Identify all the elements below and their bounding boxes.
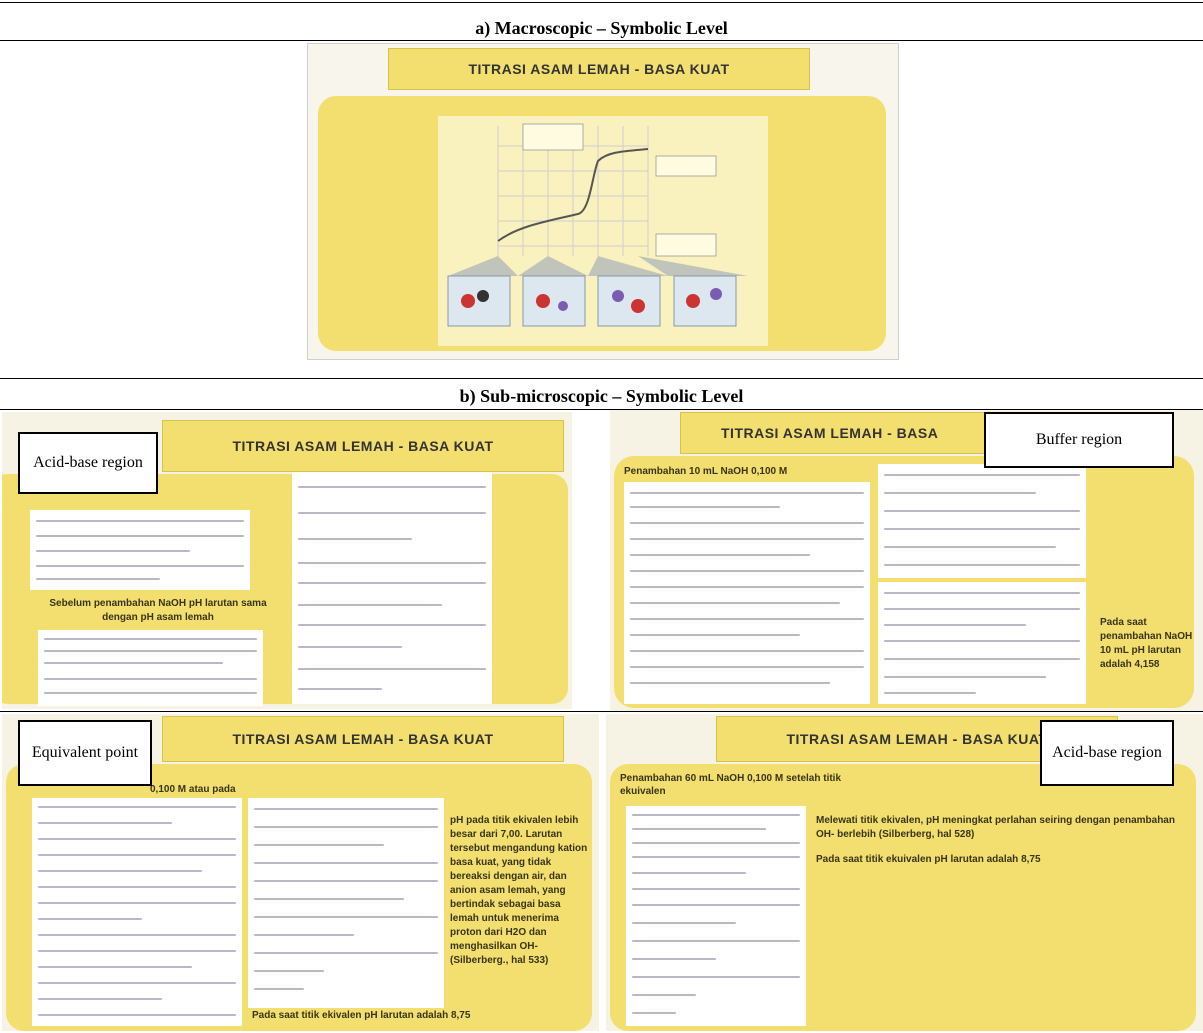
- rule-b-top: [0, 378, 1203, 379]
- slide-b3-explanation: pH pada titik ekivalen lebih besar dari …: [450, 815, 588, 966]
- callout-equivalent-point: Equivalent point: [18, 720, 152, 786]
- slide-b2-right-bottom-notes: [878, 582, 1086, 704]
- rule-top: [0, 2, 1203, 3]
- slide-b4-notes: [626, 806, 806, 1026]
- slide-b4-line2: Pada saat titik ekuivalen pH larutan ada…: [816, 854, 1041, 865]
- slide-b2-right-top-notes: [878, 464, 1086, 578]
- section-b-title: b) Sub-microscopic – Symbolic Level: [459, 386, 744, 406]
- slide-b4-heading: Penambahan 60 mL NaOH 0,100 M setelah ti…: [620, 773, 842, 797]
- slide-b2-heading: Penambahan 10 mL NaOH 0,100 M: [624, 466, 788, 477]
- slide-b3-right-notes: [248, 798, 444, 1008]
- callout-buffer-region: Buffer region: [984, 412, 1174, 468]
- slide-b1: TITRASI ASAM LEMAH - BASA KUAT Sebelum p…: [2, 412, 572, 709]
- slide-b1-right-notes: [292, 472, 492, 704]
- slide-b3-title: TITRASI ASAM LEMAH - BASA KUAT: [162, 716, 564, 762]
- callout-acid-base-region-2: Acid-base region: [1040, 720, 1174, 786]
- callout-acid-base-region-1: Acid-base region: [18, 432, 158, 494]
- titration-curve-image: [438, 116, 768, 346]
- slide-b2-conclusion: Pada saat penambahan NaOH 10 mL pH larut…: [1100, 617, 1193, 670]
- rule-a-bottom: [0, 40, 1203, 41]
- slide-macroscopic: TITRASI ASAM LEMAH - BASA KUAT: [307, 43, 899, 360]
- slide-b1-left-notes: [30, 510, 250, 590]
- slide-b1-heading: Sebelum penambahan NaOH pH larutan sama …: [49, 598, 267, 623]
- slide-b1-title: TITRASI ASAM LEMAH - BASA KUAT: [162, 420, 564, 472]
- section-a-title: a) Macroscopic – Symbolic Level: [475, 18, 728, 38]
- slide-a-title: TITRASI ASAM LEMAH - BASA KUAT: [388, 48, 810, 90]
- rule-b-bottom: [0, 409, 1203, 410]
- slide-b3-heading: 0,100 M atau pada: [150, 784, 236, 795]
- slide-b3-left-notes: [32, 798, 242, 1026]
- slide-b3-conclusion: Pada saat titik ekivalen pH larutan adal…: [252, 1010, 471, 1021]
- slide-b2-left-notes: [624, 482, 870, 704]
- rule-middle: [0, 711, 1203, 712]
- slide-b1-bottom-notes: [38, 630, 263, 706]
- slide-b4-line1: Melewati titik ekivalen, pH meningkat pe…: [816, 815, 1175, 840]
